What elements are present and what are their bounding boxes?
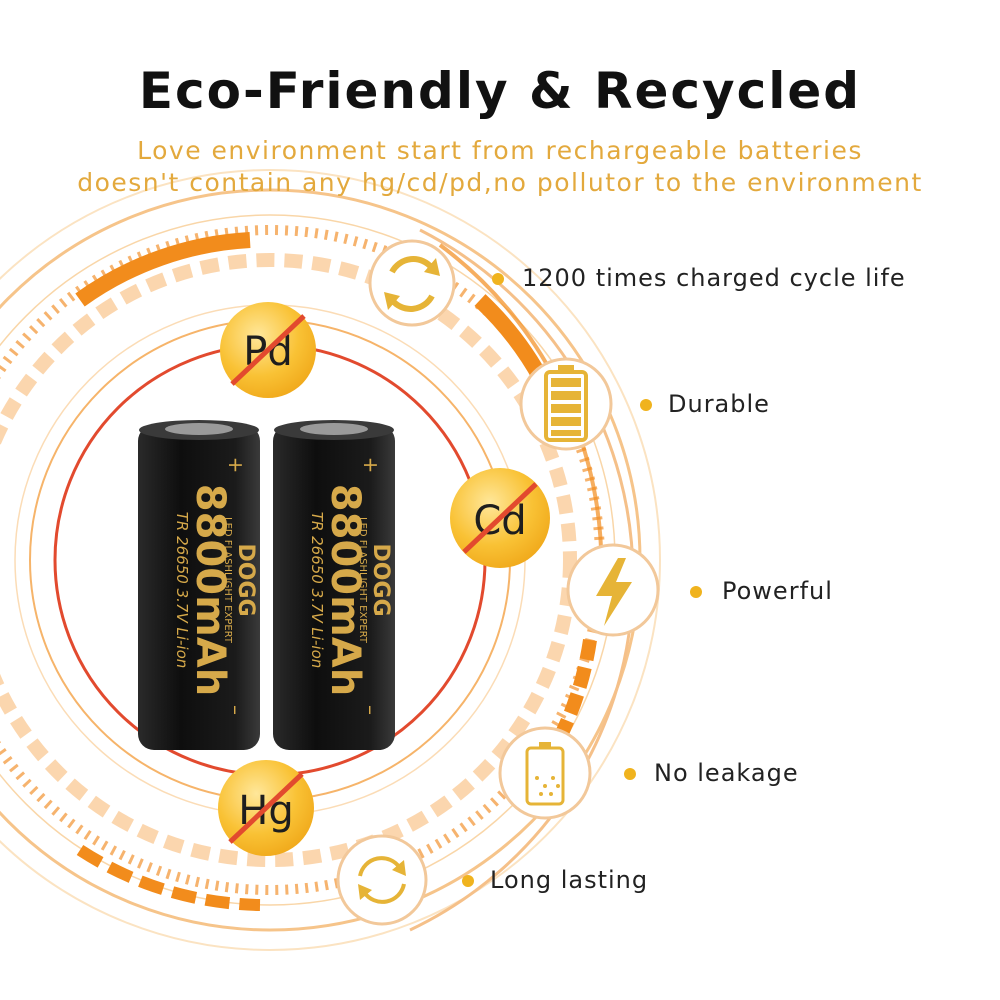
- pd-coin: Pd: [220, 302, 316, 398]
- hg-coin: Hg: [218, 760, 314, 856]
- feature-bullet: [690, 586, 702, 598]
- feature-bullet: [640, 399, 652, 411]
- feature-powerful: Powerful: [722, 577, 833, 605]
- battery-leak-icon: [498, 726, 592, 820]
- battery-left-brand: DOGG: [233, 543, 258, 616]
- circular-arrows-icon: [336, 834, 428, 926]
- subtitle-line-2: doesn't contain any hg/cd/pd,no pollutor…: [77, 168, 923, 197]
- battery-right-spec: TR 26650 3.7V Li-ion: [308, 512, 326, 669]
- battery-right-capacity: 8800mAh: [322, 484, 368, 696]
- battery-left-tagline: LED FLASHLIGHT EXPERT: [222, 517, 233, 644]
- page-title: Eco-Friendly & Recycled: [138, 62, 862, 120]
- feature-bullet: [492, 273, 504, 285]
- battery-left-spec: TR 26650 3.7V Li-ion: [173, 512, 191, 669]
- feature-bullet: [624, 768, 636, 780]
- battery-right: 8800mAh TR 26650 3.7V Li-ion DOGG LED FL…: [273, 420, 395, 750]
- battery-left: 8800mAh TR 26650 3.7V Li-ion DOGG LED FL…: [138, 420, 260, 750]
- battery-right-tagline: LED FLASHLIGHT EXPERT: [357, 517, 368, 644]
- feature-cycle-life: 1200 times charged cycle life: [522, 264, 906, 292]
- feature-bullet: [462, 875, 474, 887]
- battery-right-brand: DOGG: [368, 543, 393, 616]
- battery-left-capacity: 8800mAh: [187, 484, 233, 696]
- cd-coin: Cd: [450, 468, 550, 568]
- subtitle-line-1: Love environment start from rechargeable…: [137, 136, 863, 165]
- feature-durable: Durable: [668, 390, 770, 418]
- battery-left-minus: –: [224, 705, 248, 715]
- battery-level-icon: [519, 357, 613, 451]
- battery-right-plus: +: [359, 457, 383, 474]
- battery-right-minus: –: [359, 705, 383, 715]
- lightning-bolt-icon: [566, 543, 660, 637]
- recycle-arrows-icon: [368, 239, 456, 327]
- battery-left-plus: +: [224, 457, 248, 474]
- feature-no-leakage: No leakage: [654, 759, 799, 787]
- feature-long-lasting: Long lasting: [490, 866, 649, 894]
